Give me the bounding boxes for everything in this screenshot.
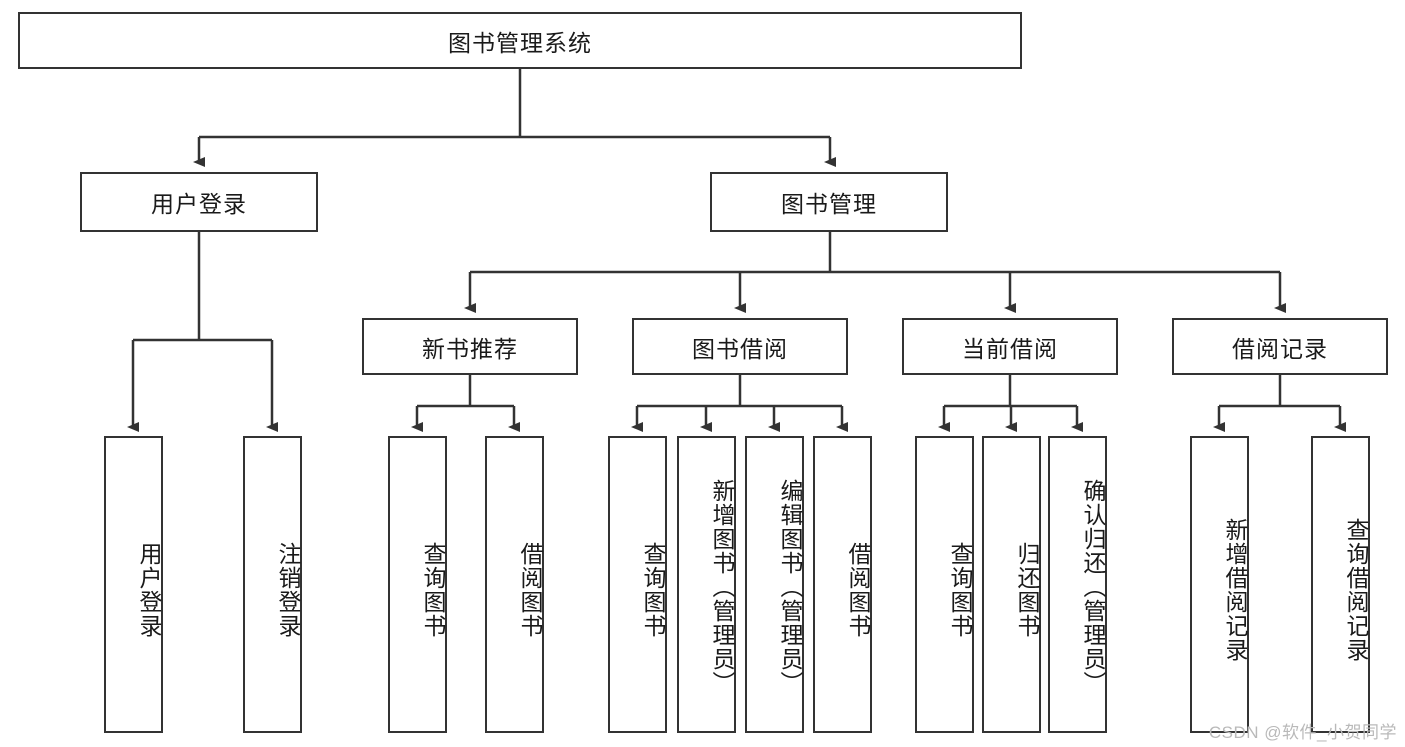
node-user-login-label: 用户登录 [151, 191, 247, 217]
node-book-manage[interactable]: 图书管理 [710, 172, 948, 232]
leaf-query-book-1-label: 查询图书 [420, 541, 446, 638]
leaf-borrow-book-2-label: 借阅图书 [845, 541, 871, 638]
leaf-return-book-label: 归还图书 [1014, 541, 1040, 638]
node-new-book-rec[interactable]: 新书推荐 [362, 318, 578, 375]
node-root[interactable]: 图书管理系统 [18, 12, 1022, 69]
node-user-login[interactable]: 用户登录 [80, 172, 318, 232]
node-book-manage-label: 图书管理 [781, 191, 877, 217]
leaf-confirm-return[interactable]: 确认归还（管理员） [1048, 436, 1107, 733]
leaf-borrow-book-1[interactable]: 借阅图书 [485, 436, 544, 733]
leaf-query-book-3-label: 查询图书 [947, 541, 973, 638]
leaf-query-book-2-label: 查询图书 [640, 541, 666, 638]
leaf-query-record[interactable]: 查询借阅记录 [1311, 436, 1370, 733]
leaf-query-book-2[interactable]: 查询图书 [608, 436, 667, 733]
node-borrow-record[interactable]: 借阅记录 [1172, 318, 1388, 375]
leaf-edit-book[interactable]: 编辑图书（管理员） [745, 436, 804, 733]
node-borrow-record-label: 借阅记录 [1232, 335, 1328, 362]
leaf-query-record-label: 查询借阅记录 [1343, 517, 1369, 662]
leaf-edit-book-label: 编辑图书（管理员） [777, 478, 803, 695]
node-current-borrow-label: 当前借阅 [962, 335, 1058, 362]
leaf-add-book-label: 新增图书（管理员） [709, 478, 735, 695]
node-root-label: 图书管理系统 [448, 29, 592, 56]
leaf-query-book-1[interactable]: 查询图书 [388, 436, 447, 733]
watermark-text: CSDN @软件_小贺同学 [1208, 723, 1397, 742]
leaf-borrow-book-1-label: 借阅图书 [517, 541, 543, 638]
node-new-book-rec-label: 新书推荐 [422, 335, 518, 362]
leaf-add-book[interactable]: 新增图书（管理员） [677, 436, 736, 733]
leaf-add-record-label: 新增借阅记录 [1222, 517, 1248, 662]
node-book-borrow[interactable]: 图书借阅 [632, 318, 848, 375]
leaf-add-record[interactable]: 新增借阅记录 [1190, 436, 1249, 733]
node-book-borrow-label: 图书借阅 [692, 335, 788, 362]
leaf-confirm-return-label: 确认归还（管理员） [1080, 478, 1106, 695]
leaf-user-login[interactable]: 用户登录 [104, 436, 163, 733]
leaf-user-logout-label: 注销登录 [275, 541, 301, 638]
leaf-query-book-3[interactable]: 查询图书 [915, 436, 974, 733]
leaf-user-logout[interactable]: 注销登录 [243, 436, 302, 733]
leaf-return-book[interactable]: 归还图书 [982, 436, 1041, 733]
node-current-borrow[interactable]: 当前借阅 [902, 318, 1118, 375]
leaf-borrow-book-2[interactable]: 借阅图书 [813, 436, 872, 733]
leaf-user-login-label: 用户登录 [136, 541, 162, 638]
